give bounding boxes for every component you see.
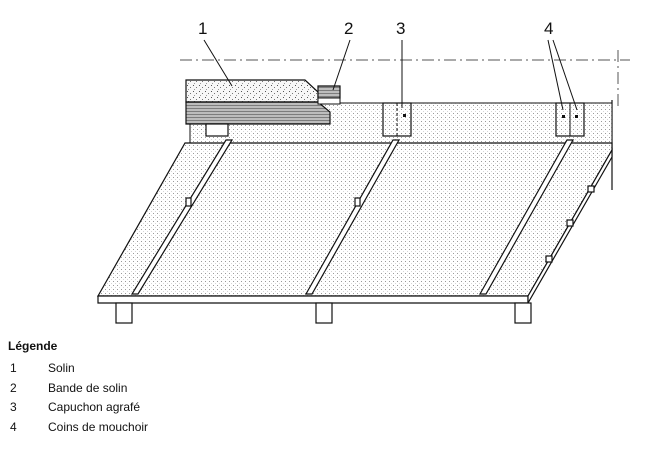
legend: Légende 1 Solin 2 Bande de solin 3 Capuc…: [8, 339, 648, 439]
callout-2: 2: [344, 19, 353, 38]
flashing-solin: [185, 79, 331, 137]
legend-item: 3 Capuchon agrafé: [8, 400, 648, 420]
standing-seams: [130, 139, 595, 295]
legend-item-number: 3: [10, 400, 17, 414]
legend-item-number: 1: [10, 361, 17, 375]
callout-1: 1: [198, 19, 207, 38]
legend-item: 2 Bande de solin: [8, 381, 648, 401]
legend-item-label: Capuchon agrafé: [48, 400, 141, 414]
legend-item-number: 4: [10, 419, 17, 434]
legend-item-label: Solin: [48, 361, 75, 375]
flashing-strip: [317, 85, 341, 105]
deck-supports: [115, 302, 532, 324]
leader-lines: [203, 39, 578, 111]
callout-3: 3: [396, 19, 405, 38]
legend-item-label: Bande de solin: [48, 380, 128, 395]
handkerchief-corners: [555, 102, 585, 137]
roof-diagram: 1 2 3 4: [96, 19, 630, 324]
legend-item-number: 2: [10, 380, 17, 395]
legend-title: Légende: [8, 339, 58, 353]
legend-item: 4 Coins de mouchoir: [8, 420, 648, 440]
clipped-cap: [382, 102, 412, 137]
legend-item: 1 Solin: [8, 361, 648, 381]
legend-item-label: Coins de mouchoir: [48, 419, 149, 434]
callout-4: 4: [544, 19, 553, 38]
